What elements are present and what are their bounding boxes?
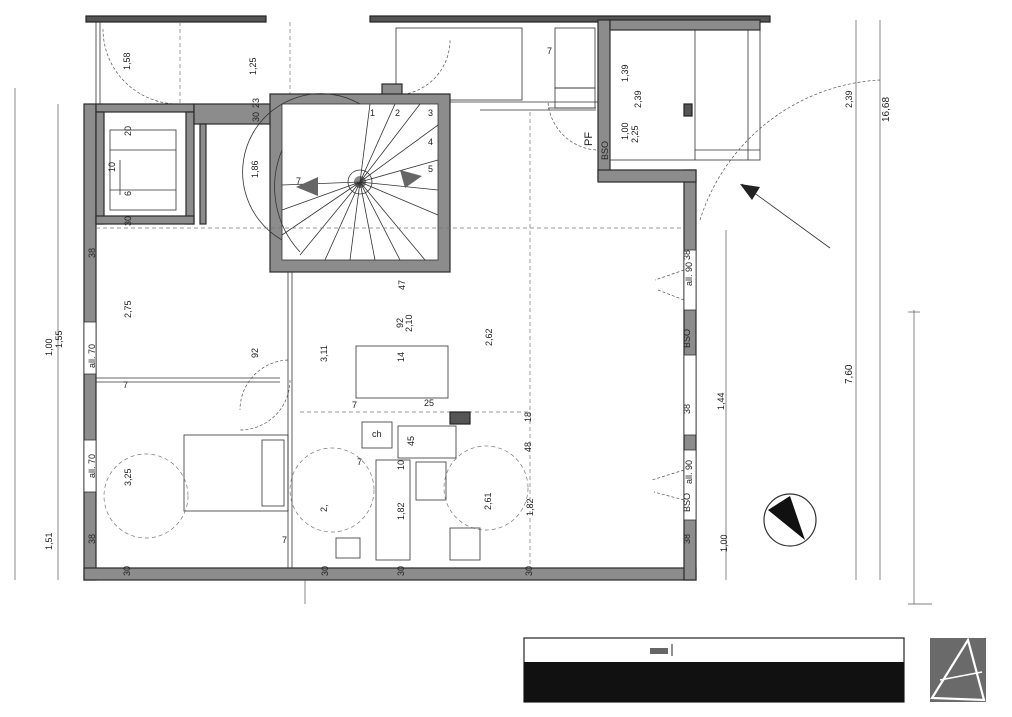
dim-label: 38 [87,534,97,544]
dim-label: 92 [250,348,260,358]
closet [109,129,177,211]
dim-label: 7 [547,46,552,56]
title-block [523,637,905,703]
dim-label: 2,25 [630,125,640,143]
dim-label: 3,11 [319,345,329,362]
window-left-1 [83,321,97,375]
opening-label: all. 70 [87,454,97,478]
bed [183,434,289,512]
dim-label: 2,39 [844,90,854,108]
dim-label: 1,58 [122,52,132,70]
dim-label: 30 [396,566,406,576]
dim-label: 38 [682,404,692,414]
dim-label: 14 [396,352,406,362]
dim-label: 7 [357,457,362,467]
pf-label: PF [583,132,595,146]
dim-label: 38 [682,534,692,544]
balcony-room [547,19,761,183]
staircase: 1 2 3 4 5 [242,93,451,273]
shower [415,461,447,501]
stair-step-3: 3 [428,108,433,118]
dim-label: 1,82 [525,498,535,516]
stair-step-4: 4 [428,137,433,147]
dim-label: 6 [123,191,133,196]
dim-label: 10 [107,162,117,172]
dim-label: 3,25 [123,468,133,486]
bathtub [375,459,411,561]
dim-label: 1,44 [716,392,726,410]
stair-arrow-right-icon [400,170,422,188]
dim-label: 38 [87,248,97,258]
dim-label: 2,39 [633,90,643,108]
dim-label: 1,39 [620,64,630,82]
opening-label: all. 90 [684,262,694,286]
dimension-labels: 1,58 1,25 1,39 2,39 1,00 2,25 2,39 16,68… [44,46,892,576]
dim-label: 2,10 [404,314,414,332]
dim-label: 92 [395,318,405,328]
stair-step-1: 1 [370,108,375,118]
interior-partitions [96,112,684,568]
dim-label: 10 [396,460,406,470]
dim-label: 30 [123,216,133,226]
dim-label: 7 [282,535,287,545]
dim-label: 2,75 [123,300,133,318]
dim-label: 2,62 [484,328,494,346]
dim-label: 25 [424,398,434,408]
wc-block [355,345,449,399]
opening-label: all. 90 [684,460,694,484]
window-left-2 [83,439,97,493]
bso-label: BSO [682,329,692,348]
dim-label: 48 [523,442,533,452]
ch-label: ch [372,429,382,439]
dim-label: 30 [524,566,534,576]
entry-arrow-icon [740,184,760,200]
dim-label: 1,55 [54,330,64,348]
dim-label: 30 [320,566,330,576]
dim-label: 1,86 [250,160,260,178]
dim-label: 1,25 [248,57,258,75]
dim-label: 7 [123,380,128,390]
dim-label: 7 [352,400,357,410]
dim-label: 2, [319,504,329,512]
dim-label: 30 [251,112,261,122]
compass-icon [763,493,817,547]
dim-label: 2,61 [483,492,493,510]
opening-labels: all. 70 all. 70 all. 90 all. 90 BSO BSO … [87,132,694,512]
dim-label: 1,82 [396,502,406,520]
dim-label: 47 [397,280,407,290]
dim-label: 7 [296,176,301,186]
dim-label: 1,51 [44,532,54,550]
bso-label: BSO [682,493,692,512]
dimension-lines [14,20,932,605]
architect-logo-icon [930,637,986,702]
dim-label: 45 [406,436,416,446]
stair-step-5: 5 [428,164,433,174]
dim-label: 30 [122,566,132,576]
opening-label: all. 70 [87,344,97,368]
dim-label: 38 [682,250,692,260]
dim-label: 23 [251,98,261,108]
dim-label: 1,00 [44,338,54,356]
dim-label: 18 [523,412,533,422]
window-right-1 [683,249,697,311]
stair-step-2: 2 [395,108,400,118]
dim-label: 20 [123,126,133,136]
bso-label: BSO [600,141,610,160]
window-right-3 [683,449,697,521]
dim-label: 1,00 [620,122,630,140]
dim-label: 1,00 [719,534,729,552]
dim-label: 16,68 [881,97,892,122]
window-right-2 [683,354,697,436]
dim-label: 7,60 [844,364,855,384]
stair-arrow-left-icon [296,177,318,196]
